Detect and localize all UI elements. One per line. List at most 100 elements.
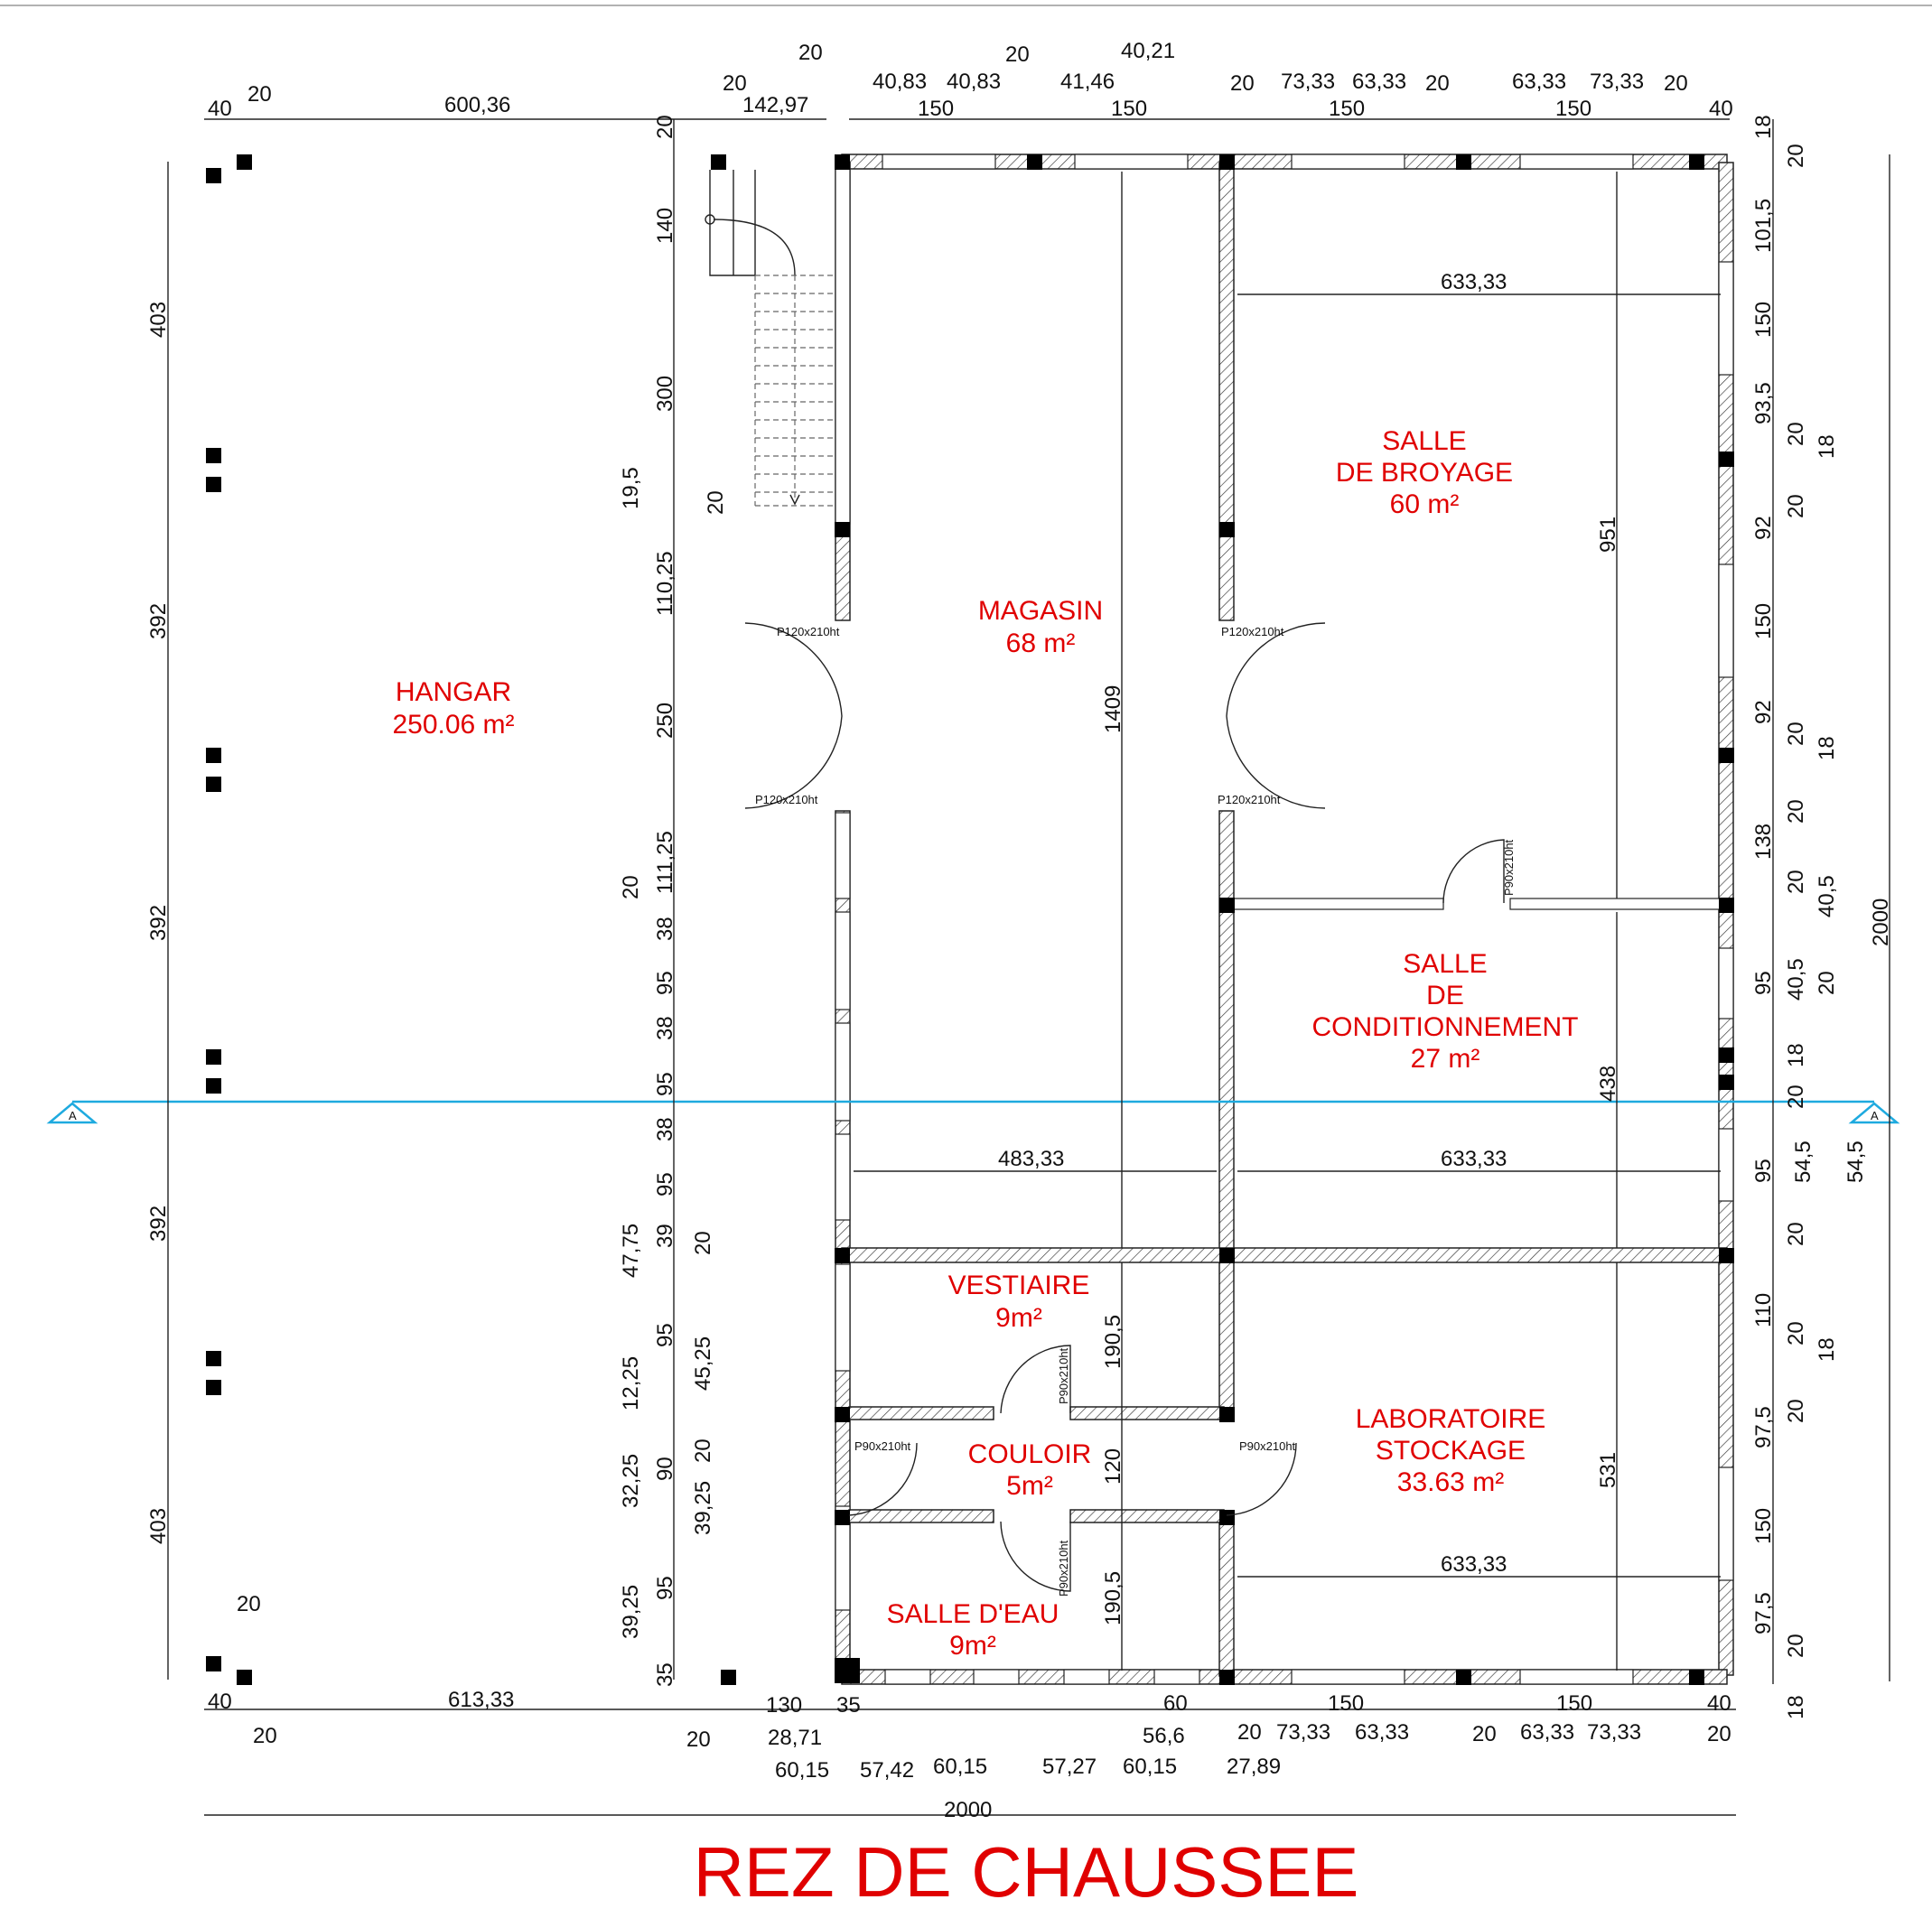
dim-bot2-7: 20	[1472, 1722, 1497, 1746]
dim-li-5: 20	[704, 490, 728, 515]
dim-left-3: 392	[146, 905, 171, 941]
dim-bot2-10: 20	[1707, 1722, 1731, 1746]
dim-bot2-8: 63,33	[1520, 1720, 1574, 1745]
dim-ri-18: 40,5	[1784, 958, 1808, 1001]
room-conditionnement-name2: DE	[1426, 981, 1464, 1010]
room-couloir-name: COULOIR	[968, 1439, 1092, 1469]
dim-top2-6: 73,33	[1281, 70, 1335, 94]
dim-top2-8: 20	[1425, 71, 1450, 96]
room-laboratoire-area: 33.63 m²	[1397, 1467, 1504, 1497]
dim-int-1: 633,33	[1441, 270, 1507, 294]
dim-li-24: 90	[653, 1457, 677, 1481]
dim-li-6: 110,25	[653, 551, 677, 616]
dim-top3-5: 150	[918, 97, 954, 121]
door-label-9: P90x210ht	[1057, 1540, 1070, 1597]
dim-bot2-9: 73,33	[1587, 1720, 1641, 1745]
dim-top2-3: 40,83	[947, 70, 1001, 94]
dim-bot2-4: 20	[1237, 1720, 1262, 1745]
room-labels: HANGAR 250.06 m² MAGASIN 68 m² SALLE DE …	[392, 426, 1578, 1661]
dim-bot3-3: 60,15	[933, 1755, 987, 1779]
dim-ri-34: 20	[1784, 1634, 1808, 1658]
dim-li-13: 95	[653, 1072, 677, 1096]
dim-top2-4: 41,46	[1060, 70, 1115, 94]
dim-bot2-6: 63,33	[1355, 1720, 1409, 1745]
columns	[206, 154, 1734, 1685]
room-salle-eau-area: 9m²	[949, 1631, 996, 1661]
room-broyage-name1: SALLE	[1382, 426, 1466, 456]
dim-ri-6: 20	[1784, 422, 1808, 446]
dim-int-3: 1409	[1101, 685, 1125, 733]
dim-top2-9: 63,33	[1512, 70, 1566, 94]
dim-li-29: 20	[237, 1592, 261, 1616]
dim-top2-1: 20	[723, 71, 747, 96]
dim-ri-28: 20	[1784, 1321, 1808, 1345]
dim-ri-19: 95	[1751, 971, 1776, 995]
door-label-6: P90x210ht	[1057, 1347, 1070, 1404]
dim-top3-9: 40	[1709, 97, 1733, 121]
dim-li-26: 39,25	[619, 1585, 643, 1639]
dim-bot3-6: 60,15	[1123, 1755, 1177, 1779]
dim-bot1-7: 150	[1556, 1691, 1592, 1716]
dim-int-4: 483,33	[998, 1147, 1064, 1171]
door-label-1: P120x210ht	[777, 625, 840, 638]
dim-li-20: 45,25	[691, 1336, 715, 1391]
dim-ri-7: 18	[1815, 434, 1839, 459]
dim-ri-4: 150	[1751, 302, 1776, 338]
dim-left-2: 392	[146, 603, 171, 639]
dim-bot1-5: 60	[1163, 1691, 1188, 1716]
dim-top2-7: 63,33	[1352, 70, 1406, 94]
dim-ri-14: 20	[1784, 799, 1808, 824]
dim-bot1-8: 40	[1707, 1691, 1731, 1716]
dim-top-3: 20	[1005, 42, 1030, 67]
dim-bot1-2: 613,33	[448, 1688, 514, 1712]
dim-top-2: 40,21	[1121, 39, 1175, 63]
dim-top3-8: 150	[1555, 97, 1591, 121]
dim-int-5: 633,33	[1441, 1147, 1507, 1171]
dim-ri-27: 110	[1751, 1293, 1776, 1327]
dim-ri-30: 20	[1784, 1399, 1808, 1423]
dim-int-7: 190,5	[1101, 1315, 1125, 1369]
dim-li-22: 20	[691, 1438, 715, 1463]
dim-bottom-total: 2000	[944, 1798, 992, 1822]
room-couloir-area: 5m²	[1006, 1471, 1053, 1501]
dim-li-10: 38	[653, 917, 677, 941]
room-laboratoire-name2: STOCKAGE	[1376, 1436, 1526, 1466]
dim-bot2-1: 20	[253, 1724, 277, 1748]
dim-ri-35: 18	[1784, 1695, 1808, 1719]
dim-ri-21: 18	[1784, 1043, 1808, 1067]
dim-li-4: 19,5	[619, 467, 643, 509]
room-magasin-area: 68 m²	[1006, 628, 1076, 658]
room-conditionnement-name3: CONDITIONNEMENT	[1312, 1012, 1579, 1042]
dim-int-11: 633,33	[1441, 1552, 1507, 1577]
dim-ri-20: 20	[1815, 971, 1839, 995]
dim-ri-13: 18	[1815, 736, 1839, 760]
dim-ri-10: 150	[1751, 603, 1776, 639]
section-marker-left: A	[69, 1109, 77, 1122]
room-salle-eau-name: SALLE D'EAU	[887, 1599, 1059, 1629]
dim-ri-5: 93,5	[1751, 382, 1776, 424]
door-label-7: P90x210ht	[854, 1439, 911, 1453]
dim-top3-6: 150	[1111, 97, 1147, 121]
dim-bot3-7: 27,89	[1227, 1755, 1281, 1779]
dim-li-16: 47,75	[619, 1224, 643, 1278]
room-hangar-area: 250.06 m²	[392, 710, 514, 740]
door-label-5: P90x210ht	[1502, 839, 1516, 896]
dim-ri-17: 40,5	[1815, 875, 1839, 917]
dim-int-2: 951	[1596, 517, 1620, 553]
dim-top3-3: 600,36	[444, 93, 510, 117]
dim-left-4: 392	[146, 1206, 171, 1242]
room-broyage-area: 60 m²	[1390, 489, 1460, 519]
plan-title: REZ DE CHAUSSEE	[694, 1832, 1359, 1912]
dim-top3-1: 40	[208, 97, 232, 121]
room-vestiaire-area: 9m²	[995, 1303, 1042, 1333]
dim-ri-8: 20	[1784, 494, 1808, 518]
staircase	[705, 170, 835, 507]
dim-left-5: 403	[146, 1508, 171, 1544]
room-hangar-name: HANGAR	[396, 677, 511, 707]
dim-ri-23: 54,5	[1791, 1141, 1815, 1183]
dim-ri-31: 97,5	[1751, 1406, 1776, 1448]
dim-bot3-4: 57,27	[1042, 1755, 1097, 1779]
dim-li-27: 95	[653, 1576, 677, 1600]
dim-li-3: 300	[653, 376, 677, 412]
dim-top2-10: 73,33	[1590, 70, 1644, 94]
